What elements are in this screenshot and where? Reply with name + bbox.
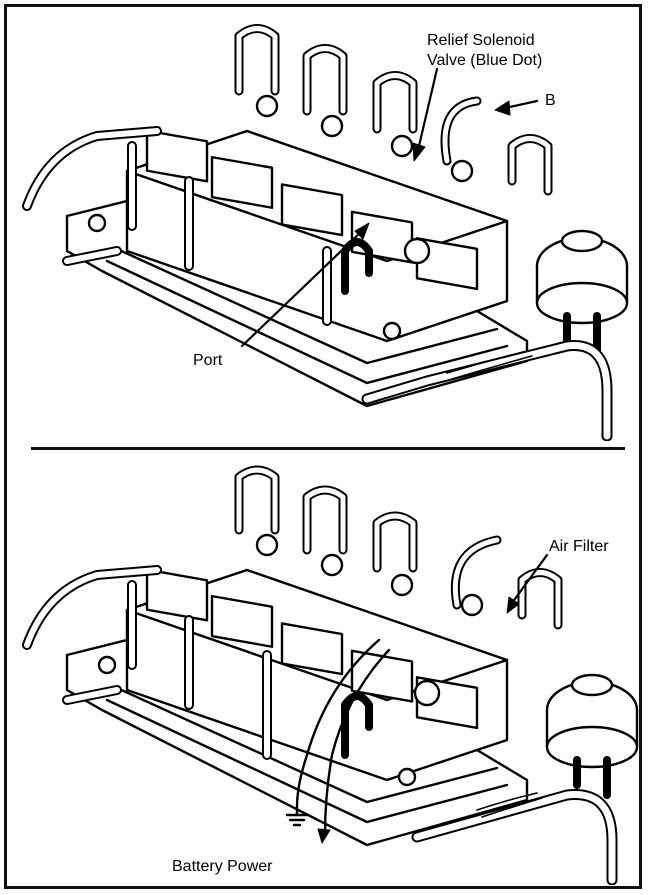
bottom-panel: Air Filter Battery Power	[7, 455, 645, 885]
air-filter-leader	[510, 553, 549, 605]
air-filter-arrowhead	[506, 596, 520, 614]
bracket-rail	[105, 259, 509, 385]
manifold-block	[125, 608, 509, 782]
vacuum-canister	[535, 229, 629, 355]
bolt	[97, 655, 117, 675]
solenoid-valve-row	[145, 533, 484, 730]
relief-valve-leader	[417, 67, 439, 148]
relief-solenoid-label-line1: Relief Solenoid	[427, 32, 535, 49]
panel-divider	[31, 447, 625, 450]
b-leader	[503, 99, 539, 110]
manifold-block	[125, 169, 509, 343]
battery-power-label: Battery Power	[172, 858, 273, 875]
figure-frame: Relief Solenoid Valve (Blue Dot) B Port	[4, 4, 642, 889]
air-filter-label: Air Filter	[549, 538, 609, 555]
port-arrowhead	[354, 222, 370, 240]
bracket-rail-inner	[115, 247, 499, 365]
relief-solenoid-label-line2: Valve (Blue Dot)	[427, 52, 543, 69]
port-label: Port	[193, 352, 223, 369]
ground-symbol-icon	[285, 805, 309, 827]
solenoid-valve-row	[145, 94, 479, 291]
port-leader	[240, 229, 364, 348]
top-panel: Relief Solenoid Valve (Blue Dot) B Port	[7, 11, 645, 441]
top-solenoid-assembly-drawing	[22, 24, 629, 441]
vacuum-canister	[545, 673, 639, 799]
harness-wires	[476, 792, 543, 818]
relief-valve-arrowhead	[412, 142, 426, 162]
port-hose-hook	[341, 692, 373, 759]
b-arrowhead	[494, 100, 511, 116]
b-label: B	[545, 92, 556, 109]
port-hose-hook	[341, 238, 373, 295]
bolt	[87, 213, 107, 233]
ground-test-lead	[295, 638, 381, 809]
battery-power-arrowhead	[317, 828, 331, 844]
battery-test-lead	[323, 648, 391, 837]
bolt	[397, 767, 417, 787]
bolt	[382, 321, 402, 341]
harness-wires	[446, 350, 533, 380]
bottom-solenoid-assembly-drawing	[22, 465, 639, 885]
vacuum-hoses-inner	[236, 26, 551, 194]
